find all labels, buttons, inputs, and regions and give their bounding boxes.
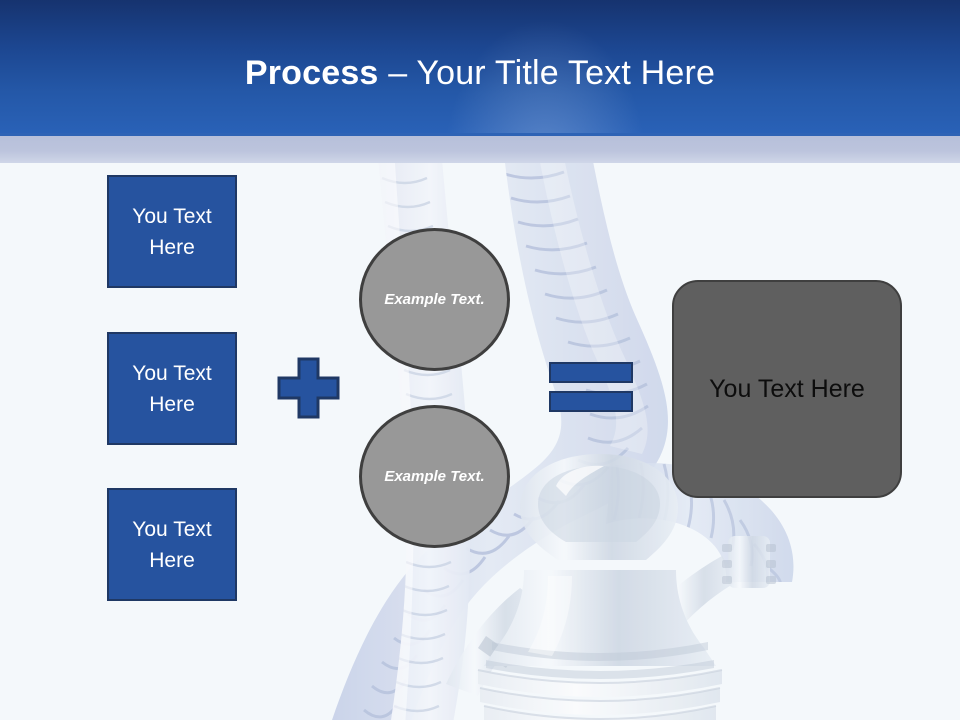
input-box-3-label: You Text Here xyxy=(132,517,212,572)
input-box-2-label: You Text Here xyxy=(132,361,212,416)
page-title: Process – Your Title Text Here xyxy=(0,52,960,94)
input-box-1[interactable]: You Text Here xyxy=(107,175,237,288)
equals-sign-icon xyxy=(549,362,633,412)
example-circle-2[interactable]: Example Text. xyxy=(359,405,510,548)
equals-bar-bottom xyxy=(549,391,633,412)
result-box-label: You Text Here xyxy=(709,375,865,403)
input-box-1-label: You Text Here xyxy=(132,204,212,259)
page-title-emphasis: Process xyxy=(244,54,379,92)
input-box-2[interactable]: You Text Here xyxy=(107,332,237,445)
page-title-rest: – Your Title Text Here xyxy=(378,54,716,92)
header-divider-rule xyxy=(0,133,960,136)
plus-sign-icon xyxy=(277,357,340,419)
example-circle-1[interactable]: Example Text. xyxy=(359,228,510,371)
subheader-accent-band xyxy=(0,136,960,163)
example-circle-1-label: Example Text. xyxy=(384,291,485,308)
result-box[interactable]: You Text Here xyxy=(672,280,902,498)
equals-bar-top xyxy=(549,362,633,383)
header-photo-tint xyxy=(430,0,660,136)
slide-header-band xyxy=(0,0,960,136)
example-circle-2-label: Example Text. xyxy=(384,468,485,485)
input-box-3[interactable]: You Text Here xyxy=(107,488,237,601)
